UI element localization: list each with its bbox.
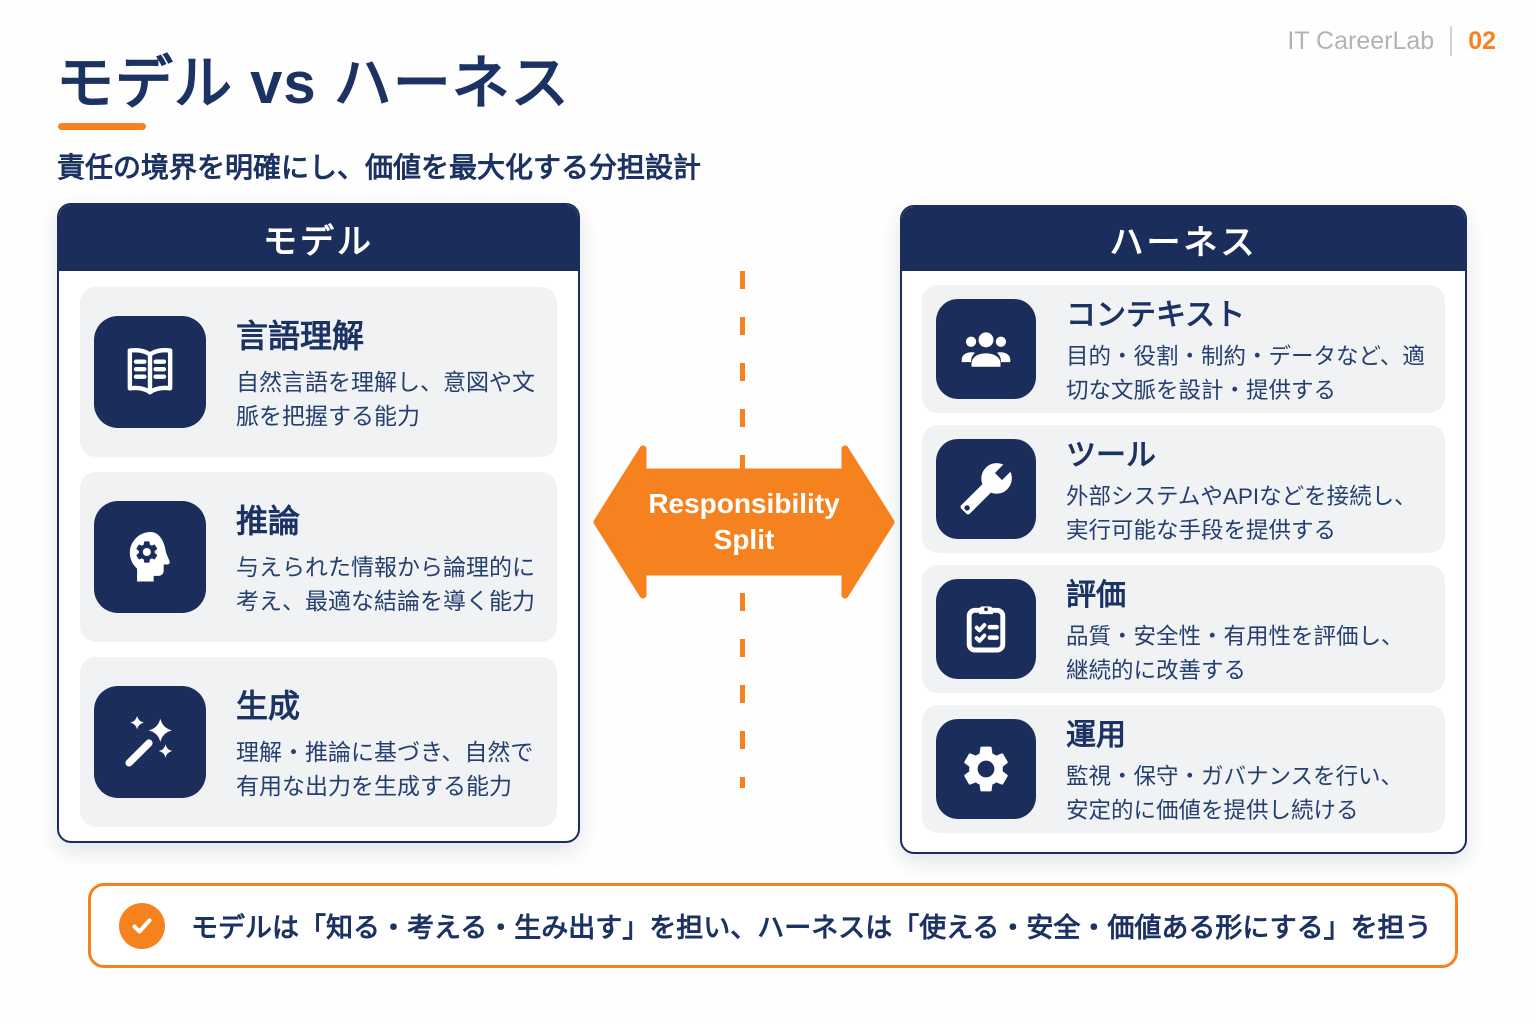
clipboard-check-icon	[936, 579, 1036, 679]
harness-item-desc: 目的・役割・制約・データなど、適切な文脈を設計・提供する	[1066, 344, 1425, 403]
split-label-line2: Split	[713, 524, 775, 555]
model-item-language-understanding: 言語理解 自然言語を理解し、意図や文脈を把握する能力	[80, 287, 557, 457]
brand-name: IT CareerLab	[1287, 26, 1435, 55]
model-item-desc: 与えられた情報から論理的に考え、最適な結論を導く能力	[236, 553, 535, 615]
harness-item-title: コンテキスト	[1066, 299, 1246, 333]
model-item-text: 言語理解 自然言語を理解し、意図や文脈を把握する能力	[236, 311, 539, 434]
harness-item-text: ツール 外部システムやAPIなどを接続し、実行可能な手段を提供する	[1066, 430, 1425, 548]
brand-header: IT CareerLab 02	[1287, 26, 1496, 56]
harness-item-tools: ツール 外部システムやAPIなどを接続し、実行可能な手段を提供する	[922, 425, 1445, 553]
model-card-header: モデル	[59, 205, 578, 271]
harness-item-text: コンテキスト 目的・役割・制約・データなど、適切な文脈を設計・提供する	[1066, 290, 1425, 408]
model-item-generation: 生成 理解・推論に基づき、自然で有用な出力を生成する能力	[80, 657, 557, 827]
check-circle-icon	[119, 902, 165, 949]
harness-card-header: ハーネス	[902, 207, 1465, 271]
harness-item-desc: 外部システムやAPIなどを接続し、実行可能な手段を提供する	[1066, 484, 1417, 543]
page-number: 02	[1468, 26, 1496, 55]
brand-divider	[1450, 26, 1453, 56]
model-item-desc: 理解・推論に基づき、自然で有用な出力を生成する能力	[236, 738, 534, 800]
harness-item-title: 評価	[1066, 579, 1126, 613]
users-icon	[936, 299, 1036, 399]
harness-item-desc: 監視・保守・ガバナンスを行い、安定的に価値を提供し続ける	[1066, 764, 1404, 823]
page-title: モデル vs ハーネス	[56, 51, 570, 116]
head-gear-icon	[94, 501, 206, 613]
model-item-text: 生成 理解・推論に基づき、自然で有用な出力を生成する能力	[236, 681, 539, 804]
title-underline	[58, 123, 146, 130]
page-subtitle: 責任の境界を明確にし、価値を最大化する分担設計	[57, 152, 702, 183]
wand-sparkles-icon	[94, 686, 206, 798]
model-card-body: 言語理解 自然言語を理解し、意図や文脈を把握する能力 推論 与えられた情報から論…	[59, 271, 578, 841]
model-item-reasoning: 推論 与えられた情報から論理的に考え、最適な結論を導く能力	[80, 472, 557, 642]
harness-item-evaluation: 評価 品質・安全性・有用性を評価し、継続的に改善する	[922, 565, 1445, 693]
harness-item-title: ツール	[1066, 439, 1156, 473]
model-item-title: 推論	[236, 502, 301, 539]
wrench-icon	[936, 439, 1036, 539]
harness-card-body: コンテキスト 目的・役割・制約・データなど、適切な文脈を設計・提供する ツール …	[902, 271, 1465, 847]
harness-item-operations: 運用 監視・保守・ガバナンスを行い、安定的に価値を提供し続ける	[922, 705, 1445, 833]
summary-text: モデルは「知る・考える・生み出す」を担い、ハーネスは「使える・安全・価値ある形に…	[191, 913, 1432, 943]
responsibility-split-arrow: Responsibility Split	[593, 443, 895, 601]
harness-item-desc: 品質・安全性・有用性を評価し、継続的に改善する	[1066, 624, 1404, 683]
split-label-line1: Responsibility	[648, 487, 840, 519]
model-item-desc: 自然言語を理解し、意図や文脈を把握する能力	[236, 368, 535, 430]
double-arrow-icon	[593, 445, 895, 599]
book-open-icon	[94, 316, 206, 428]
model-item-title: 生成	[236, 687, 301, 724]
harness-item-title: 運用	[1066, 719, 1126, 753]
model-item-title: 言語理解	[236, 317, 365, 354]
summary-bar: モデルは「知る・考える・生み出す」を担い、ハーネスは「使える・安全・価値ある形に…	[88, 883, 1458, 968]
model-card: モデル 言語理解 自然言語を理解し、意図や文脈を把握する能力	[57, 203, 580, 843]
model-item-text: 推論 与えられた情報から論理的に考え、最適な結論を導く能力	[236, 496, 539, 619]
harness-item-text: 運用 監視・保守・ガバナンスを行い、安定的に価値を提供し続ける	[1066, 710, 1425, 828]
harness-card: ハーネス コンテキスト 目的・役割・制約・データなど、適切な文脈を設計・提供する	[900, 205, 1467, 854]
split-label: Responsibility Split	[593, 443, 895, 601]
harness-item-text: 評価 品質・安全性・有用性を評価し、継続的に改善する	[1066, 570, 1425, 688]
harness-item-context: コンテキスト 目的・役割・制約・データなど、適切な文脈を設計・提供する	[922, 285, 1445, 413]
gear-icon	[936, 719, 1036, 819]
